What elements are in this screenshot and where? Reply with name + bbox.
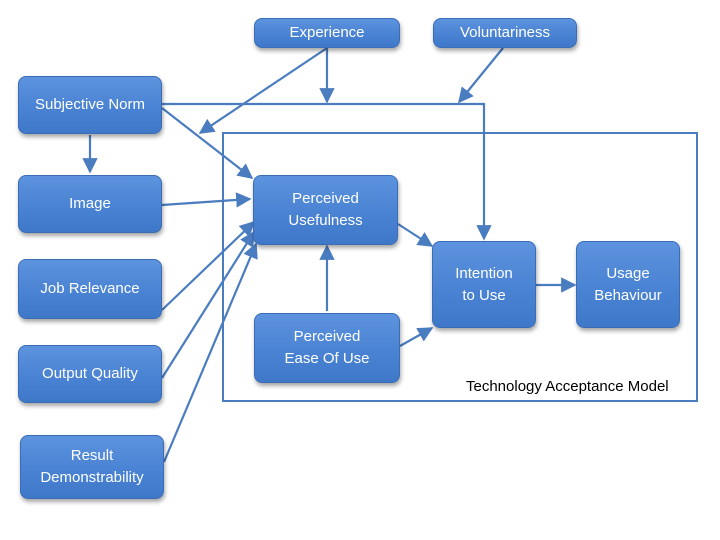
voluntariness-node: Voluntariness	[433, 18, 577, 48]
edge-result-demonstrability-to-usefulness	[162, 242, 258, 463]
edge-image-to-usefulness	[161, 192, 252, 208]
image-node: Image	[18, 175, 162, 233]
voluntariness-label: Voluntariness	[459, 24, 551, 41]
result-demonstrability-label: Result Demonstrability	[40, 447, 144, 486]
result-demonstrability-node: Result Demonstrability	[20, 435, 164, 499]
perceived-ease-of-use-label: Perceived Ease Of Use	[284, 328, 370, 367]
job-relevance-node: Job Relevance	[18, 259, 162, 319]
edge-usefulness-to-intention	[397, 223, 434, 247]
edge-subjective-norm-to-intention	[162, 102, 492, 241]
tam-frame	[222, 132, 698, 402]
edge-ease-of-use-to-intention	[399, 327, 434, 347]
intention-to-use-node: Intention to Use	[432, 241, 536, 328]
usage-behaviour-node: Usage Behaviour	[576, 241, 680, 328]
edge-job-relevance-to-usefulness	[161, 220, 256, 311]
output-quality-label: Output Quality	[42, 365, 138, 382]
edge-voluntariness-to-norm-intention	[458, 47, 504, 104]
image-label: Image	[69, 195, 111, 212]
subjective-norm-label: Subjective Norm	[34, 96, 146, 113]
subjective-norm-node: Subjective Norm	[18, 76, 162, 134]
usage-behaviour-label: Usage Behaviour	[594, 264, 662, 304]
output-quality-node: Output Quality	[18, 345, 162, 403]
tam-group-label: Technology Acceptance Model	[466, 378, 669, 395]
job-relevance-label: Job Relevance	[40, 280, 140, 297]
edge-experience-to-norm-usefulness	[198, 47, 328, 134]
perceived-usefulness-label: Perceived Usefulness	[288, 190, 363, 229]
experience-node: Experience	[254, 18, 400, 48]
perceived-ease-of-use-node: Perceived Ease Of Use	[254, 313, 400, 383]
intention-to-use-label: Intention to Use	[455, 264, 513, 304]
perceived-usefulness-node: Perceived Usefulness	[253, 175, 398, 245]
edge-subjective-norm-to-usefulness	[161, 107, 254, 179]
edge-output-quality-to-usefulness	[161, 230, 255, 379]
experience-label: Experience	[289, 24, 365, 41]
